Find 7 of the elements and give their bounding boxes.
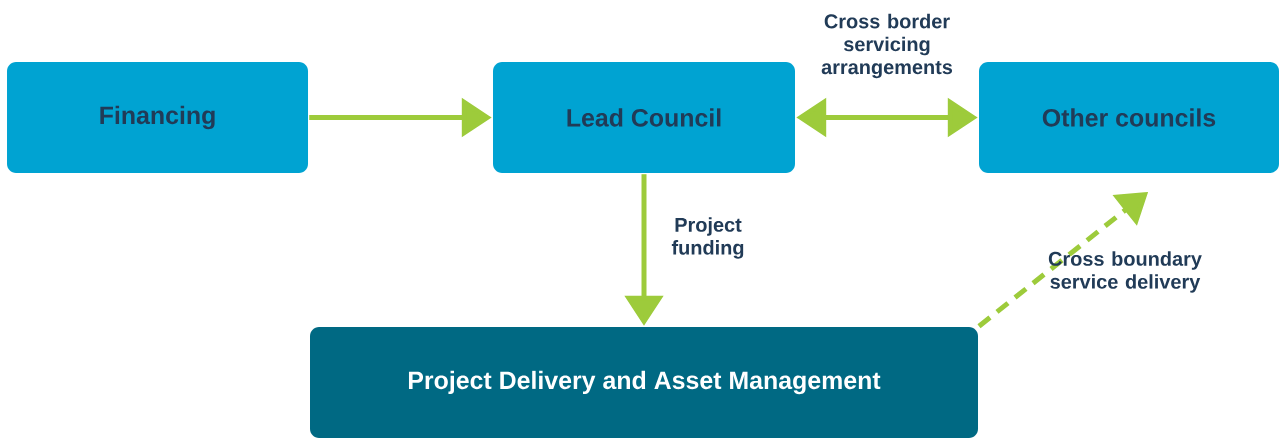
edge-label: Cross border servicing arrangements [821, 13, 953, 79]
process-box: Financing [7, 62, 308, 173]
process-box: Project Delivery and Asset Management [310, 327, 978, 438]
process-box: Lead Council [493, 62, 795, 173]
edge-label: Cross boundary service delivery [1048, 251, 1202, 293]
process-box: Other councils [979, 62, 1279, 173]
edge-label: Project funding [671, 217, 744, 259]
